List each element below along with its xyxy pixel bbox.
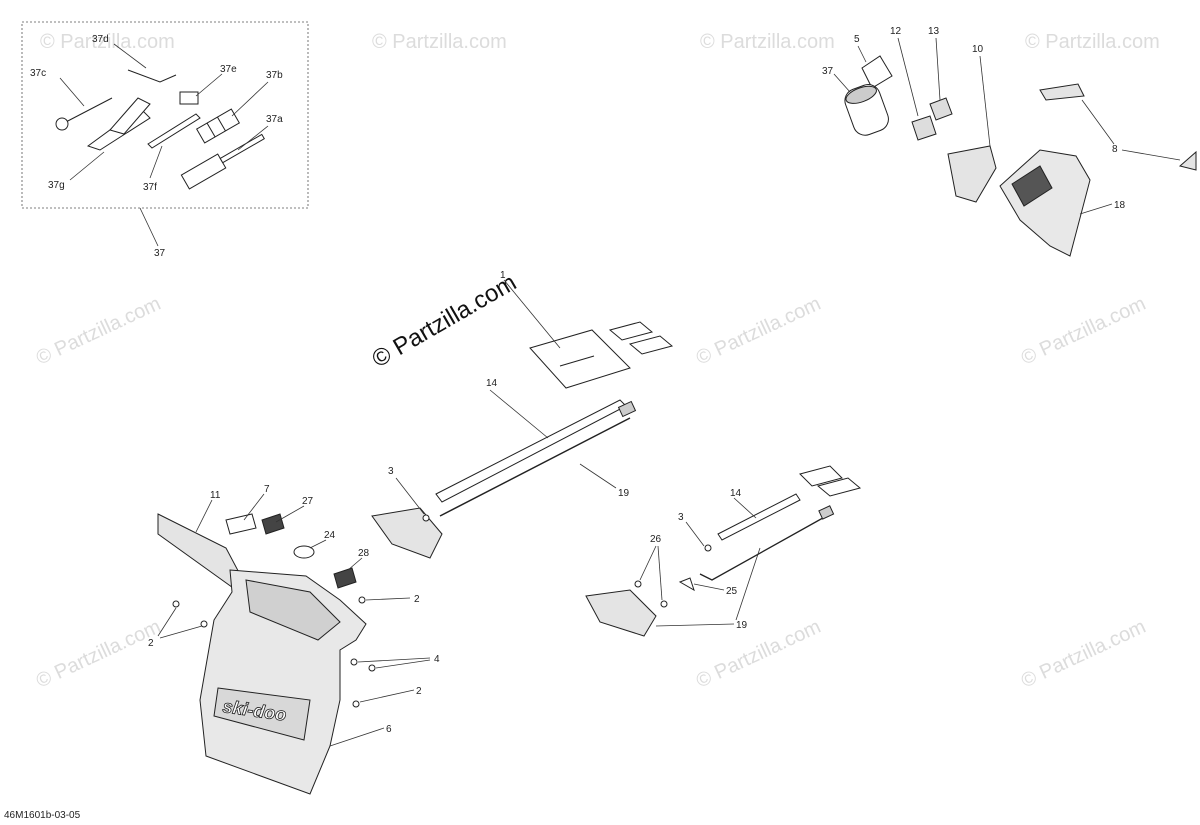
callout-37d: 37d bbox=[92, 34, 109, 45]
callout-12: 12 bbox=[890, 26, 902, 37]
part-25 bbox=[678, 577, 695, 592]
screw-part bbox=[358, 596, 366, 604]
part-28 bbox=[333, 567, 357, 589]
callout-18: 18 bbox=[1114, 200, 1126, 211]
part-14-strip bbox=[717, 493, 801, 541]
part-18 bbox=[999, 149, 1091, 257]
callout-26: 26 bbox=[650, 534, 662, 545]
part-7 bbox=[225, 513, 257, 535]
washer-part bbox=[350, 658, 358, 666]
screw-part bbox=[704, 544, 712, 552]
callout-1: 1 bbox=[500, 270, 506, 281]
callout-28: 28 bbox=[358, 548, 370, 559]
strip-part bbox=[628, 335, 674, 355]
part-10 bbox=[947, 145, 997, 203]
watermark: © Partzilla.com bbox=[33, 293, 164, 370]
connector-part bbox=[818, 505, 835, 520]
callout-27: 27 bbox=[302, 496, 314, 507]
callout-13: 13 bbox=[928, 26, 940, 37]
callout-37: 37 bbox=[154, 248, 166, 259]
watermark: © Partzilla.com bbox=[372, 31, 507, 53]
main-watermark: © Partzilla.com bbox=[368, 269, 522, 373]
washer-part bbox=[368, 664, 376, 672]
callout-5: 5 bbox=[854, 34, 860, 45]
callout-19: 19 bbox=[736, 620, 748, 631]
callout-11: 11 bbox=[210, 490, 221, 501]
right-light-assembly: 14 3 26 25 19 bbox=[585, 465, 862, 637]
watermark: © Partzilla.com bbox=[693, 616, 824, 693]
callout-25: 25 bbox=[726, 586, 738, 597]
part-27 bbox=[261, 513, 285, 535]
part-14-strip bbox=[435, 399, 627, 503]
part-13 bbox=[929, 97, 953, 121]
wrench-part bbox=[61, 97, 113, 125]
flap-logo-panel bbox=[213, 687, 311, 741]
strip-part bbox=[799, 465, 843, 487]
callout-3: 3 bbox=[388, 466, 394, 477]
part-19-wire bbox=[699, 513, 831, 581]
watermark: © Partzilla.com bbox=[1025, 31, 1160, 53]
part-37-pouch bbox=[844, 84, 889, 136]
callout-37e: 37e bbox=[220, 64, 237, 75]
top-right-parts: 5 37 12 13 10 8 18 bbox=[822, 26, 1197, 257]
watermark: © Partzilla.com bbox=[693, 293, 824, 370]
callout-2: 2 bbox=[414, 594, 420, 605]
callout-7: 7 bbox=[264, 484, 270, 495]
strip-part bbox=[816, 477, 862, 497]
screw-part bbox=[422, 514, 430, 522]
callout-2: 2 bbox=[148, 638, 154, 649]
screwdriver-part bbox=[180, 133, 265, 190]
callout-24: 24 bbox=[324, 530, 336, 541]
watermark: © Partzilla.com bbox=[700, 31, 835, 53]
screw-part bbox=[172, 600, 180, 608]
screw-part bbox=[352, 700, 360, 708]
connector-part bbox=[617, 400, 637, 418]
drawing-id: 46M1601b-03-05 bbox=[4, 810, 81, 821]
nut-part bbox=[660, 600, 668, 608]
tail-light-right bbox=[585, 589, 657, 637]
socket-part bbox=[195, 108, 241, 144]
part-19-wire bbox=[439, 417, 631, 517]
part-8-right bbox=[1178, 150, 1197, 171]
part-5 bbox=[861, 55, 893, 89]
spanner-part bbox=[109, 97, 151, 135]
callout-14: 14 bbox=[486, 378, 498, 389]
callout-4: 4 bbox=[434, 654, 440, 665]
callout-37b: 37b bbox=[266, 70, 283, 81]
part-18-inner bbox=[1011, 165, 1053, 207]
screw-part bbox=[200, 620, 208, 628]
part-24 bbox=[293, 545, 315, 559]
callout-37f: 37f bbox=[143, 182, 157, 193]
nut-part bbox=[634, 580, 642, 588]
center-parts: 1 14 19 3 bbox=[371, 270, 674, 559]
strip-part bbox=[608, 321, 654, 341]
callout-37: 37 bbox=[822, 66, 834, 77]
callout-37g: 37g bbox=[48, 180, 65, 191]
flap-top-detail bbox=[245, 579, 341, 641]
watermark: © Partzilla.com bbox=[1018, 616, 1149, 693]
callout-37a: 37a bbox=[266, 114, 283, 125]
part-12 bbox=[911, 115, 937, 141]
callout-10: 10 bbox=[972, 44, 984, 55]
clip-part bbox=[179, 91, 199, 105]
bar-part bbox=[147, 113, 201, 149]
callout-3: 3 bbox=[678, 512, 684, 523]
flap-assembly: ski-doo 11 7 27 24 28 2 2 4 2 6 bbox=[148, 484, 440, 795]
watermark: © Partzilla.com bbox=[33, 616, 164, 693]
callout-8: 8 bbox=[1112, 144, 1118, 155]
part-1-document bbox=[529, 329, 631, 389]
part-8-left bbox=[1039, 83, 1085, 101]
watermark: © Partzilla.com bbox=[1018, 293, 1149, 370]
callout-6: 6 bbox=[386, 724, 392, 735]
callout-37c: 37c bbox=[30, 68, 46, 79]
callout-2: 2 bbox=[416, 686, 422, 697]
callout-14: 14 bbox=[730, 488, 742, 499]
tool-kit-group: 37d 37c 37e 37b 37a 37g 37f 37 bbox=[21, 21, 309, 259]
allen-key-part bbox=[127, 69, 177, 83]
callout-19: 19 bbox=[618, 488, 630, 499]
watermark: © Partzilla.com bbox=[40, 31, 175, 53]
tail-light-left bbox=[371, 507, 443, 559]
wrench-end bbox=[55, 117, 69, 131]
